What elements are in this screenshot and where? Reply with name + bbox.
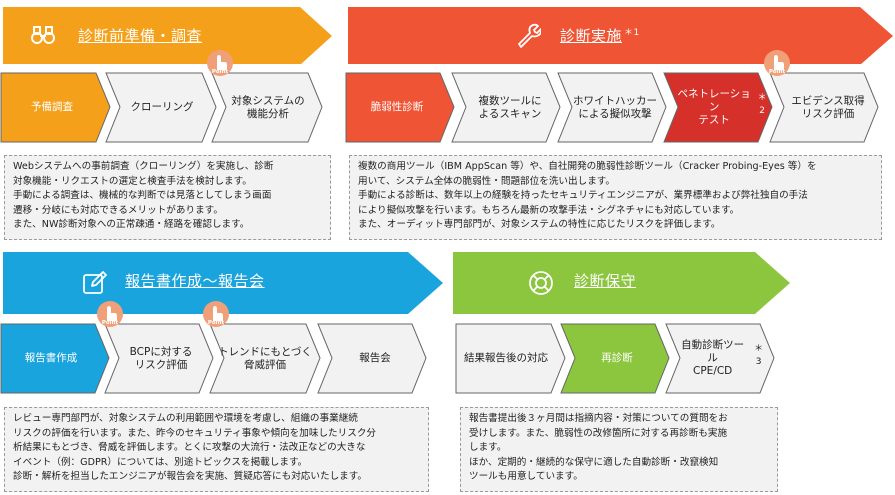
section-description: レビュー専門部門が、対象システムの利用範囲や環境を考慮し、組織の事業継続 リスク… <box>4 407 429 492</box>
point-hand-icon <box>207 50 233 76</box>
banner-arrow <box>348 7 893 64</box>
point-badge: Point <box>206 48 234 80</box>
step-prep-1: 予備調査 <box>31 101 73 113</box>
step-chain <box>345 72 879 143</box>
point-hand-icon <box>764 50 790 76</box>
step-report-3: トレンドにもとづく 脅威評価 <box>218 345 312 371</box>
step-maint-2: 再診断 <box>601 352 633 364</box>
step-shape-2 <box>104 323 214 394</box>
step-report-2: BCPに対する リスク評価 <box>129 345 193 371</box>
section-report: 報告書作成～報告会 報告書作成 BCPに対する リスク評価 トレンドにもとづく … <box>0 250 450 495</box>
banner-shape <box>453 252 790 314</box>
step-exec-1: 脆弱性診断 <box>370 101 424 113</box>
banner-arrow <box>453 252 790 314</box>
step-exec-4: ペネトレーション テスト＊2 <box>677 88 767 126</box>
step-report-1: 報告書作成 <box>24 352 78 364</box>
point-badge: Point <box>202 299 230 331</box>
section-maint: 診断保守 結果報告後の対応 再診断 自動診断ツール CPE/CD＊3 報告書提出… <box>450 250 795 495</box>
step-prep-3: 対象システムの 機能分析 <box>231 94 305 120</box>
section-exec: 診断実施＊1 脆弱性診断 複数ツールに よるスキャン ホワイトハッカー による擬… <box>345 0 895 245</box>
step-shape-2 <box>560 323 670 394</box>
banner-arrow <box>3 252 443 314</box>
step-maint-1: 結果報告後の対応 <box>464 352 548 364</box>
step-shape-1 <box>345 72 455 143</box>
wrench-icon <box>518 23 541 48</box>
banner-arrow <box>3 7 332 64</box>
step-chain <box>0 323 427 394</box>
section-description: 複数の商用ツール（IBM AppScan 等）や、自社開発の脆弱性診断ツール（C… <box>349 155 882 240</box>
banner-shape <box>3 7 332 64</box>
step-shape-3 <box>211 72 323 143</box>
step-exec-5: エビデンス取得 リスク評価 <box>791 94 865 120</box>
step-shape-2 <box>105 72 217 143</box>
section-description: Webシステムへの事前調査（クローリング）を実施し、診断 対象機能・リクエストの… <box>4 155 331 240</box>
step-shape-1 <box>455 323 566 394</box>
step-report-4: 報告会 <box>359 352 391 364</box>
step-prep-2: クローリング <box>130 101 194 113</box>
step-shape-3 <box>557 72 667 143</box>
step-exec-3: ホワイトハッカー による擬似攻撃 <box>573 94 657 120</box>
step-shape-4 <box>663 72 773 143</box>
lifebuoy-icon <box>529 271 553 295</box>
step-shape-3 <box>209 323 321 394</box>
binoculars-icon <box>31 26 55 44</box>
step-shape-3 <box>665 323 775 394</box>
point-hand-icon <box>203 301 229 327</box>
point-badge: Point <box>96 299 124 331</box>
step-shape-5 <box>769 72 879 143</box>
section-title: 診断前準備・調査 <box>78 27 203 45</box>
section-title: 診断保守 <box>574 272 637 290</box>
banner-shape <box>348 7 893 64</box>
step-maint-3: 自動診断ツール CPE/CD＊3 <box>681 339 764 377</box>
point-hand-icon <box>97 301 123 327</box>
step-chain <box>455 323 775 394</box>
step-chain <box>0 72 323 143</box>
step-shape-1 <box>0 323 110 394</box>
section-description: 報告書提出後３ヶ月間は指摘内容・対策についての質問をお 受けします。また、脆弱性… <box>460 407 778 492</box>
step-shape-1 <box>0 72 111 143</box>
step-exec-2: 複数ツールに よるスキャン <box>478 94 542 120</box>
step-shape-2 <box>451 72 561 143</box>
step-shape-4 <box>317 323 427 394</box>
section-prep: 診断前準備・調査 予備調査 クローリング 対象システムの 機能分析 Point … <box>0 0 340 245</box>
section-title: 診断実施＊1 <box>560 27 640 45</box>
banner-shape <box>3 252 443 314</box>
edit-icon <box>83 271 107 294</box>
point-badge: Point <box>763 48 791 80</box>
section-title: 報告書作成～報告会 <box>125 272 265 290</box>
